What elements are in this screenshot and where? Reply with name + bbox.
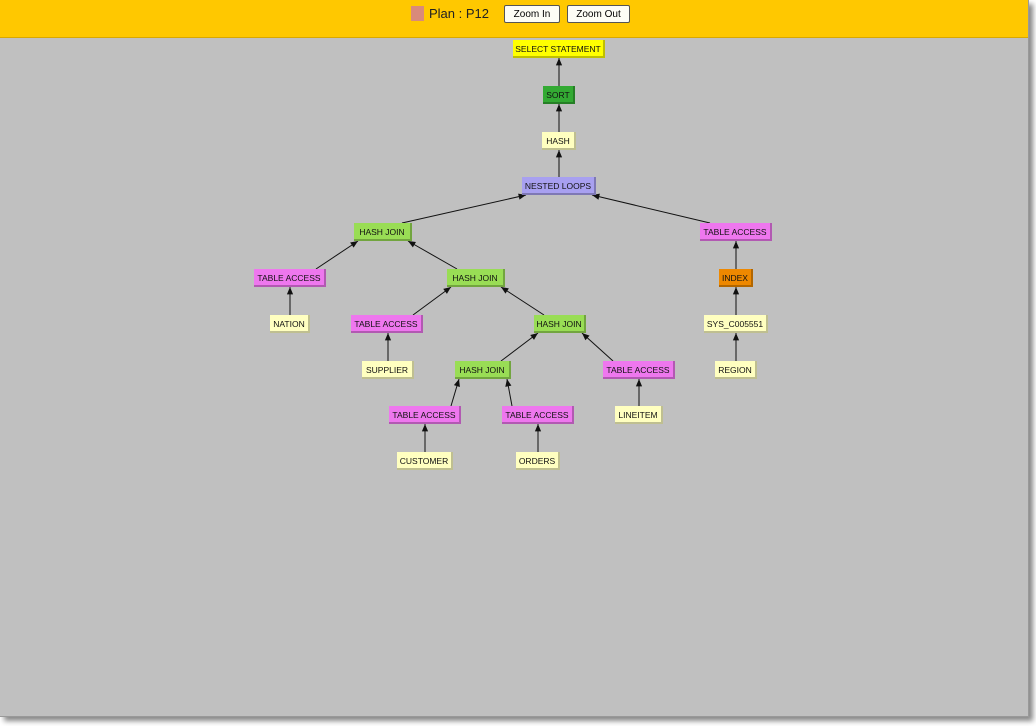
plan-node-hj1[interactable]: HASH JOIN (354, 223, 412, 241)
arrowhead-icon (732, 333, 740, 341)
arrowhead-icon (453, 379, 460, 387)
plan-node-ta_o[interactable]: TABLE ACCESS (502, 406, 574, 424)
edge-hj3-to-hj2 (500, 286, 545, 316)
arrowhead-icon (530, 333, 538, 340)
arrowhead-icon (501, 287, 509, 294)
edge-ta_r-to-nested (591, 194, 711, 224)
edge-hj1-to-nested (401, 194, 527, 224)
arrowhead-icon (443, 287, 451, 294)
arrowhead-icon (350, 241, 358, 248)
plan-node-ta_l[interactable]: TABLE ACCESS (603, 361, 675, 379)
arrowhead-icon (505, 379, 512, 387)
edge-ta_s-to-hj2 (412, 286, 452, 316)
plan-node-sys[interactable]: SYS_C005551 (704, 315, 768, 333)
toolbar: Plan : P12 Zoom In Zoom Out (0, 0, 1028, 38)
arrowhead-icon (592, 193, 600, 200)
edge-hj4-to-hj3 (500, 332, 539, 362)
plan-node-nation[interactable]: NATION (270, 315, 310, 333)
arrowhead-icon (518, 193, 526, 200)
arrowhead-icon (732, 241, 740, 249)
plan-node-nested[interactable]: NESTED LOOPS (522, 177, 596, 195)
arrowhead-icon (732, 287, 740, 295)
arrowhead-icon (286, 287, 294, 295)
zoom-in-button[interactable]: Zoom In (504, 5, 560, 23)
arrowhead-icon (555, 58, 563, 66)
plan-label: Plan : P12 (429, 6, 489, 21)
arrowhead-icon (384, 333, 392, 341)
plan-node-sort[interactable]: SORT (543, 86, 575, 104)
plan-node-hj4[interactable]: HASH JOIN (455, 361, 511, 379)
plan-node-ta_c[interactable]: TABLE ACCESS (389, 406, 461, 424)
plan-node-supplier[interactable]: SUPPLIER (362, 361, 414, 379)
plan-node-ta_n[interactable]: TABLE ACCESS (254, 269, 326, 287)
edge-ta_n-to-hj1 (315, 240, 359, 270)
plan-node-region[interactable]: REGION (715, 361, 757, 379)
plan-node-ta_r[interactable]: TABLE ACCESS (700, 223, 772, 241)
plan-node-ta_s[interactable]: TABLE ACCESS (351, 315, 423, 333)
arrowhead-icon (635, 379, 643, 387)
arrowhead-icon (421, 424, 429, 432)
plan-node-select[interactable]: SELECT STATEMENT (513, 40, 605, 58)
plan-node-hj2[interactable]: HASH JOIN (447, 269, 505, 287)
plan-edges (286, 58, 740, 452)
edge-hj2-to-hj1 (407, 240, 458, 270)
plan-color-swatch (411, 6, 424, 21)
plan-node-lineitem[interactable]: LINEITEM (615, 406, 663, 424)
plan-node-customer[interactable]: CUSTOMER (397, 452, 453, 470)
arrowhead-icon (555, 150, 563, 158)
arrowhead-icon (582, 333, 590, 341)
plan-node-hj3[interactable]: HASH JOIN (534, 315, 586, 333)
arrowhead-icon (555, 104, 563, 112)
plan-node-hash[interactable]: HASH (542, 132, 576, 150)
arrowhead-icon (534, 424, 542, 432)
arrowhead-icon (408, 241, 416, 248)
plan-node-orders[interactable]: ORDERS (516, 452, 560, 470)
plan-node-index[interactable]: INDEX (719, 269, 753, 287)
zoom-out-button[interactable]: Zoom Out (567, 5, 630, 23)
